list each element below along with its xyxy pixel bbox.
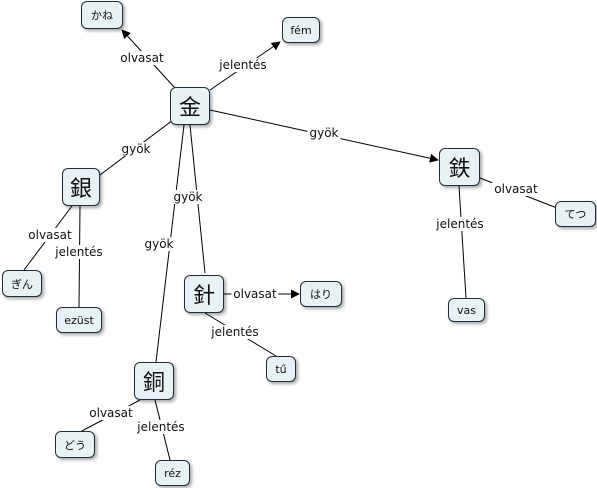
node-gin-reading[interactable]: ぎん: [2, 270, 42, 297]
edge-label-kin-gyok-do: gyök: [142, 237, 176, 251]
edge-label-kin-gyok-hari: gyök: [171, 190, 205, 204]
edge-label-kin-olvasat: olvasat: [118, 51, 166, 65]
edge-label-hari-jelentes: jelentés: [209, 325, 261, 339]
edge-label-gin-olvasat: olvasat: [26, 228, 74, 242]
node-tu[interactable]: tű: [266, 356, 296, 382]
node-ezust[interactable]: ezüst: [56, 307, 102, 333]
edge-label-do-jelentes: jelentés: [135, 420, 187, 434]
edge-label-kin-jelentes: jelentés: [217, 58, 269, 72]
node-tetsu-reading[interactable]: てつ: [555, 201, 596, 227]
node-gin[interactable]: 銀: [62, 168, 100, 206]
edge-label-do-olvasat: olvasat: [87, 406, 135, 420]
node-hari[interactable]: 針: [184, 275, 224, 313]
edge-label-kin-gyok-gin: gyök: [119, 142, 153, 156]
edge-label-tetsu-olvasat: olvasat: [492, 182, 540, 196]
node-do-reading[interactable]: どう: [55, 431, 95, 458]
node-do[interactable]: 銅: [134, 362, 174, 400]
node-kin-reading[interactable]: かね: [81, 1, 123, 29]
node-vas[interactable]: vas: [448, 298, 485, 322]
node-hari-reading[interactable]: はり: [300, 281, 342, 307]
node-kin[interactable]: 金: [170, 87, 210, 125]
edge-label-gin-jelentes: jelentés: [53, 245, 105, 259]
edge-label-hari-olvasat: olvasat: [231, 287, 279, 301]
edge-label-tetsu-jelentes: jelentés: [434, 217, 486, 231]
node-rez[interactable]: réz: [155, 460, 190, 486]
edge-tetsu-jelentes: [458, 185, 467, 299]
node-tetsu[interactable]: 鉄: [439, 148, 480, 186]
node-fem[interactable]: fém: [282, 17, 320, 43]
edge-label-kin-gyok-tetsu: gyök: [307, 126, 341, 140]
